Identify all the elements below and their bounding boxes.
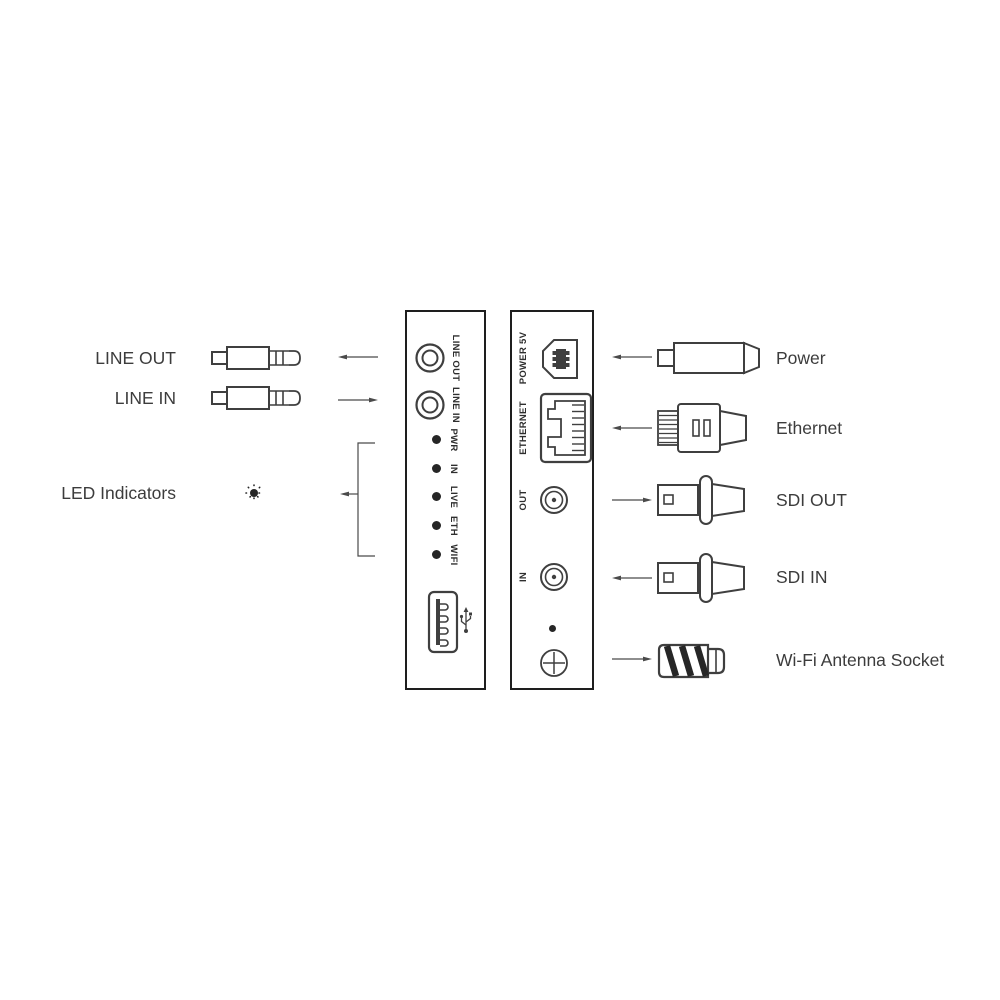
usb-a-port-icon	[427, 590, 459, 654]
callout-line-out: LINE OUT	[95, 348, 176, 368]
led-live	[432, 492, 441, 501]
panel-label-line-in: LINE IN	[450, 387, 461, 423]
panel-label-ethernet: ETHERNET	[518, 401, 529, 455]
antenna-mount-icon	[540, 649, 568, 677]
antenna-socket-screw-icon	[657, 643, 726, 679]
panel-label-line-out: LINE OUT	[450, 334, 461, 382]
led-wifi	[432, 550, 441, 559]
bnc-plug-icon	[657, 553, 745, 603]
led-label-live: LIVE	[448, 485, 459, 509]
arrow-left-ethernet	[612, 425, 652, 431]
callout-sdi-out: SDI OUT	[776, 490, 847, 510]
arrow-left-power	[612, 354, 652, 360]
panel-label-power-5v: POWER 5V	[518, 331, 529, 385]
led-label-pwr: PWR	[448, 428, 459, 452]
led-bracket-arrow	[340, 442, 375, 557]
callout-power: Power	[776, 348, 826, 368]
line-out-jack-socket-icon	[415, 343, 445, 373]
callout-led-indicators: LED Indicators	[61, 483, 176, 503]
arrow-left-sdi-in	[612, 575, 652, 581]
usb-b-socket-icon	[542, 339, 578, 379]
power-plug-icon	[657, 341, 760, 375]
led-eth	[432, 521, 441, 530]
audio-jack-plug-icon	[211, 346, 301, 370]
arrow-left-line-out	[338, 354, 378, 360]
led-label-in: IN	[448, 463, 459, 475]
led-in	[432, 464, 441, 473]
bnc-socket-icon	[540, 563, 568, 591]
pinhole-dot	[549, 625, 556, 632]
led-label-eth: ETH	[448, 516, 459, 536]
bnc-plug-icon	[657, 475, 745, 525]
panel-label-out: OUT	[518, 489, 529, 511]
arrow-right-wifi	[612, 656, 652, 662]
ethernet-plug-icon	[657, 403, 747, 453]
line-in-jack-socket-icon	[415, 390, 445, 420]
callout-ethernet: Ethernet	[776, 418, 843, 438]
bnc-socket-icon	[540, 486, 568, 514]
audio-jack-plug-icon	[211, 386, 301, 410]
right-device-panel: POWER 5V ETHERNET	[510, 310, 594, 690]
arrow-right-sdi-out	[612, 497, 652, 503]
led-pwr	[432, 435, 441, 444]
left-device-panel: LINE OUT LINE IN PWR IN LIVE ETH WIFI	[405, 310, 486, 690]
callout-wifi-antenna: Wi-Fi Antenna Socket	[776, 650, 945, 670]
callout-sdi-in: SDI IN	[776, 567, 828, 587]
led-glow-icon	[245, 484, 263, 502]
callout-line-in: LINE IN	[114, 388, 176, 408]
rj45-socket-icon	[539, 392, 593, 464]
panel-label-in: IN	[518, 571, 529, 583]
arrow-right-line-in	[338, 397, 378, 403]
led-label-wifi: WIFI	[448, 544, 459, 566]
usb-trident-icon	[459, 607, 472, 633]
